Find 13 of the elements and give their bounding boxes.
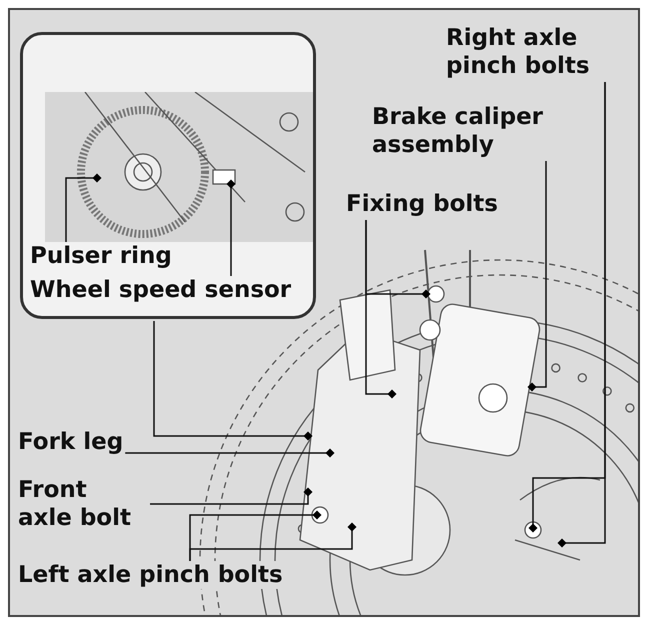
leader-line <box>153 321 312 440</box>
leader-line <box>150 488 312 505</box>
leader-line <box>558 82 606 548</box>
leader-line <box>226 180 236 278</box>
part-label: Left axle pinch bolts <box>18 561 283 589</box>
part-label: Wheel speed sensor <box>30 276 292 304</box>
part-label: Pulser ring <box>30 242 172 270</box>
leader-line <box>189 522 356 563</box>
leader-line <box>365 220 430 298</box>
leader-line <box>65 174 102 244</box>
magnified-inset-panel <box>20 32 316 319</box>
leader-line <box>125 448 334 458</box>
leader-line <box>528 161 547 392</box>
